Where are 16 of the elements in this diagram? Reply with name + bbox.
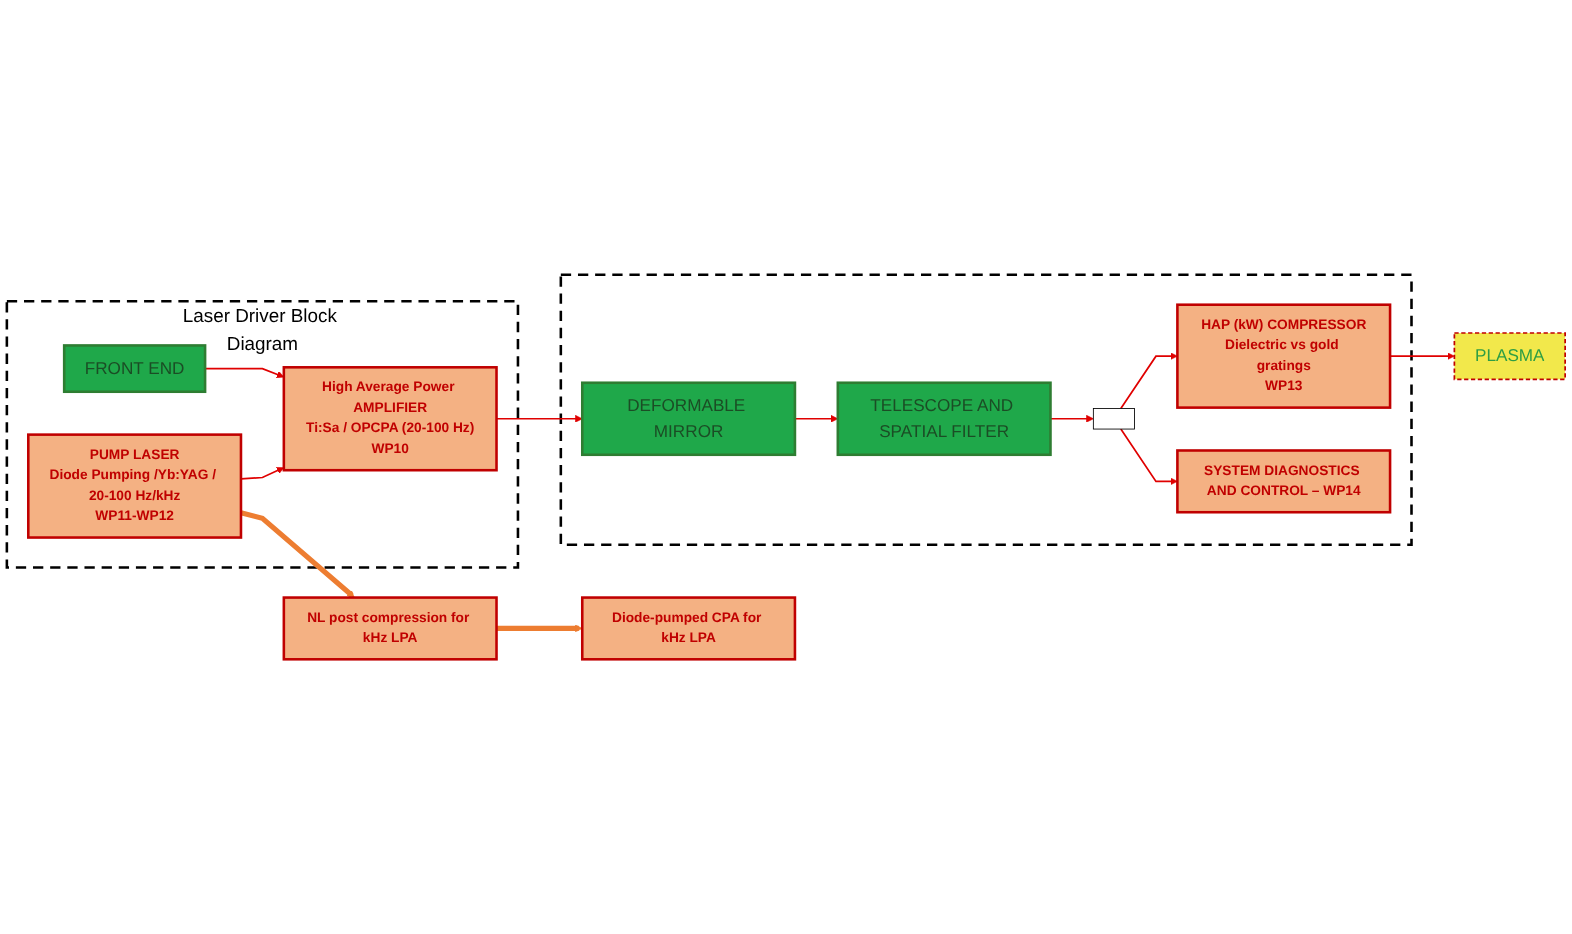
arrow (1120, 428, 1178, 486)
node-box: PLASMA (1453, 332, 1566, 381)
arrow (1049, 415, 1094, 423)
node-box: TELESCOPE AND SPATIAL FILTER (836, 381, 1052, 457)
arrow (1120, 352, 1178, 410)
arrow (240, 467, 285, 480)
cluster (559, 273, 1413, 547)
node-box: FRONT END (62, 344, 207, 394)
arrow (496, 624, 583, 633)
node-box: DEFORMABLE MIRROR (581, 381, 797, 457)
arrow (1389, 352, 1455, 360)
arrow (240, 510, 355, 598)
arrow (495, 415, 583, 423)
arrow (204, 367, 285, 379)
arrow (794, 415, 839, 423)
node-box (1092, 408, 1135, 430)
